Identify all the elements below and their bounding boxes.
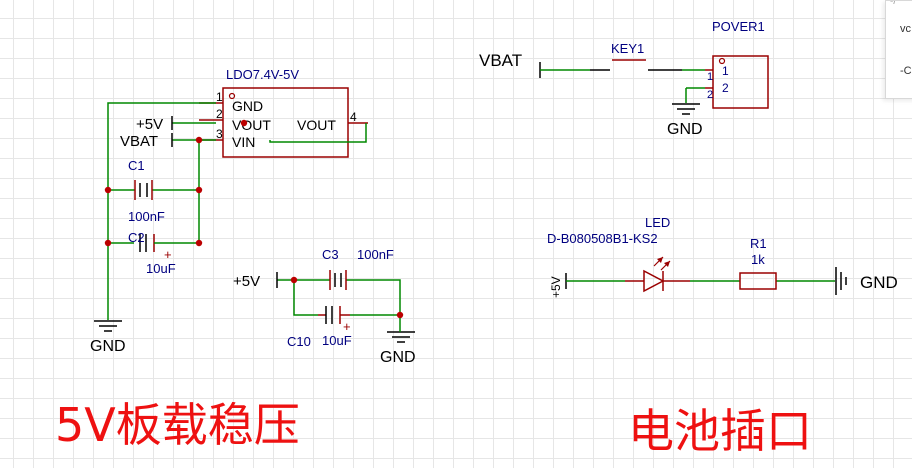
pover1-pin1-number: 1 [707,71,713,83]
svg-text:+5V: +5V [136,116,163,133]
net-flag-5v-a[interactable]: +5V [136,116,173,133]
ldo-pin2-number: 2 [216,107,223,121]
c2-value: 10uF [146,261,176,276]
ground-symbol-b[interactable]: GND [380,318,416,366]
ldo-pin1-number: 1 [216,90,223,104]
ldo-junctions [104,119,248,247]
ldo-pin1-name: GND [232,98,263,114]
c10-name: C10 [287,334,311,349]
svg-text:VBAT: VBAT [120,133,158,150]
ldo-regulator[interactable]: LDO7.4V-5V 1 2 3 4 GND VOUT VIN VOUT [199,67,368,158]
svg-text:GND: GND [380,349,416,366]
r1-name: R1 [750,236,767,251]
ldo-wires [107,102,367,320]
c10-plus: + [343,319,351,334]
r1-value: 1k [751,252,765,267]
panel-text-2: -C [900,65,912,77]
svg-text:+5V: +5V [549,276,563,298]
net-flag-vbat-b[interactable]: VBAT [479,51,541,78]
c3-value: 100nF [357,247,394,262]
net-flag-5v-c[interactable]: +5V [549,273,567,298]
c2-name: C2 [128,230,145,245]
capacitor-c10[interactable]: + C10 10uF [287,306,352,349]
c1-name: C1 [128,158,145,173]
ldo-pin4-number: 4 [350,110,357,124]
ldo-pin1-marker [228,92,236,100]
net-flag-vbat-a[interactable]: VBAT [120,133,173,150]
c10-value: 10uF [322,333,352,348]
led-indicator[interactable]: LED D-B080508B1-KS2 [547,215,690,293]
battery-section-title: 电池插口 [628,404,812,458]
ldo-pin3-name: VIN [232,134,255,150]
ground-symbol-d[interactable]: GND [835,267,898,295]
panel-text-0: -/ [890,0,897,7]
resistor-r1[interactable]: R1 1k [739,236,777,290]
ldo-pin4-name: VOUT [297,117,336,133]
regulator-section-title: 5V板载稳压 [55,398,300,452]
c2-plus: + [164,247,172,262]
pover1-pin2-number: 2 [707,89,713,101]
panel-text-1: vc [900,23,911,35]
capacitor-c3[interactable]: C3 100nF [322,247,394,290]
c3-c10-junctions [290,276,404,319]
svg-text:+5V: +5V [233,273,260,290]
battery-wires [540,69,705,103]
net-flag-5v-b[interactable]: +5V [233,272,278,290]
c3-c10-wires [277,279,401,318]
pover1-pin1-label: 1 [722,64,729,78]
capacitor-c1[interactable]: C1 100nF [128,158,165,224]
c3-name: C3 [322,247,339,262]
led-part: D-B080508B1-KS2 [547,231,658,246]
svg-text:GND: GND [860,273,898,292]
capacitor-c2[interactable]: C2 + 10uF [128,230,176,276]
pover1-pin2-label: 2 [722,81,729,95]
ldo-pin3-number: 3 [216,127,223,141]
led-name: LED [645,215,670,230]
svg-text:GND: GND [667,121,703,138]
svg-text:VBAT: VBAT [479,51,522,70]
switch-key1[interactable]: KEY1 [590,41,682,71]
ldo-pin2-name: VOUT [232,117,271,133]
ground-symbol-a[interactable]: GND [90,320,126,355]
connector-pover1[interactable]: 1 2 1 2 POVER1 [705,19,769,109]
key1-name: KEY1 [611,41,644,56]
svg-text:GND: GND [90,338,126,355]
ldo-name: LDO7.4V-5V [226,67,299,82]
ground-symbol-c[interactable]: GND [667,103,703,138]
property-panel-fragment[interactable]: -/ vc -C [885,0,912,99]
pover1-name: POVER1 [712,19,765,34]
c1-value: 100nF [128,209,165,224]
